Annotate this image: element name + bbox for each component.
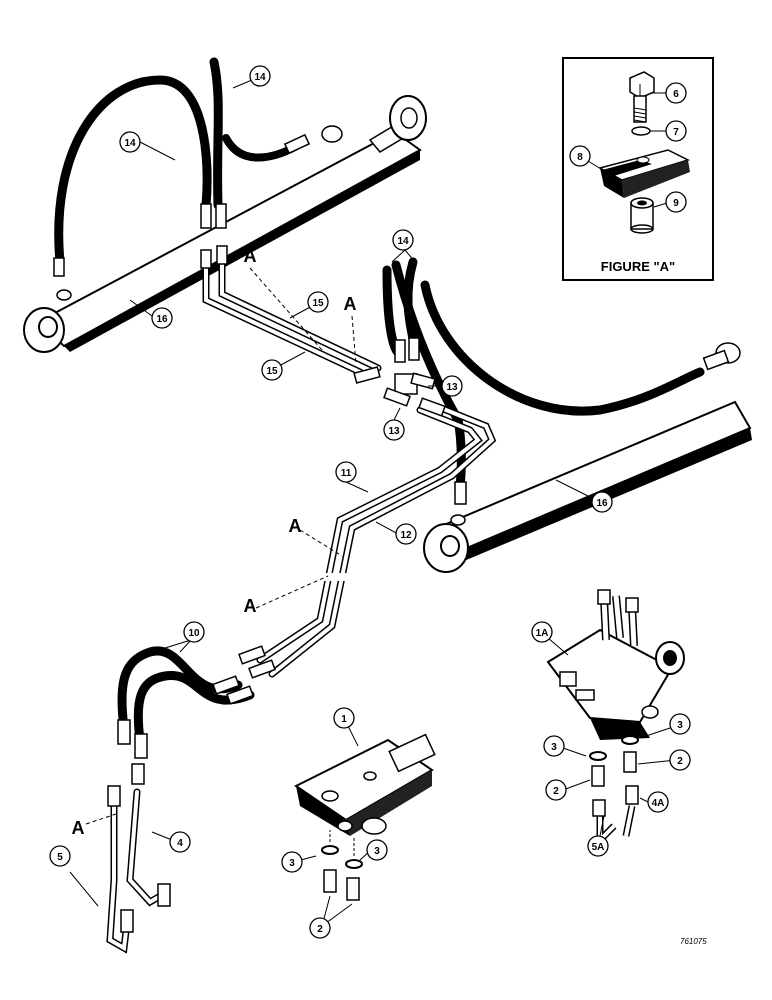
svg-text:5: 5: [57, 852, 63, 863]
drawing-code: 761075: [680, 937, 707, 946]
section-mark-a: A: [344, 294, 357, 314]
callout-1a: 1A: [531, 621, 553, 643]
svg-text:13: 13: [388, 426, 400, 437]
spacer-part: [630, 197, 654, 234]
svg-text:15: 15: [312, 298, 324, 309]
clamp-plate-part: [597, 149, 691, 198]
callout-3: 3: [281, 851, 303, 873]
control-valve: [294, 733, 436, 901]
callout-4: 4: [169, 831, 191, 853]
hydraulic-tubes: [106, 258, 497, 954]
svg-text:4: 4: [177, 838, 183, 849]
svg-text:3: 3: [289, 858, 295, 869]
callout-14: 14: [249, 65, 271, 87]
callout-1: 1: [333, 707, 355, 729]
callout-13: 13: [383, 419, 405, 441]
fitting: [53, 257, 65, 277]
callout-15: 15: [307, 291, 329, 313]
callout-5a: 5A: [587, 835, 609, 857]
svg-text:2: 2: [553, 786, 559, 797]
callout-8: 8: [569, 145, 591, 167]
svg-text:9: 9: [673, 198, 679, 209]
svg-text:10: 10: [188, 628, 200, 639]
left-hydraulic-cylinder: [23, 95, 427, 353]
svg-text:3: 3: [374, 846, 380, 857]
callout-3: 3: [543, 735, 565, 757]
callout-3: 3: [366, 839, 388, 861]
svg-text:6: 6: [673, 89, 679, 100]
callout-7: 7: [665, 120, 687, 142]
control-valve-alt: [546, 589, 685, 849]
svg-text:14: 14: [397, 236, 409, 247]
section-mark-a: A: [244, 246, 257, 266]
svg-text:8: 8: [577, 152, 583, 163]
section-mark-a: A: [244, 596, 257, 616]
section-mark-a: A: [289, 516, 302, 536]
callout-4a: 4A: [647, 791, 669, 813]
svg-text:3: 3: [677, 720, 683, 731]
callout-14: 14: [392, 229, 414, 251]
callout-2: 2: [669, 749, 691, 771]
callout-12: 12: [395, 523, 417, 545]
figure-a-title: FIGURE "A": [601, 259, 675, 274]
callout-2: 2: [545, 779, 567, 801]
callout-11: 11: [335, 461, 357, 483]
section-marks: A A A A A: [72, 246, 357, 838]
section-mark-a: A: [72, 818, 85, 838]
callout-2: 2: [309, 917, 331, 939]
callout-15: 15: [261, 359, 283, 381]
svg-text:5A: 5A: [592, 842, 605, 853]
svg-text:2: 2: [317, 924, 323, 935]
callout-3: 3: [669, 713, 691, 735]
washer-part: [631, 126, 651, 136]
svg-text:12: 12: [400, 530, 412, 541]
svg-text:1A: 1A: [536, 628, 549, 639]
svg-text:16: 16: [596, 498, 608, 509]
callout-13: 13: [441, 375, 463, 397]
svg-text:2: 2: [677, 756, 683, 767]
svg-text:7: 7: [673, 127, 679, 138]
fittings: [53, 133, 467, 933]
svg-text:1: 1: [341, 714, 347, 725]
section-leaders: [85, 267, 357, 825]
callout-10: 10: [183, 621, 205, 643]
callout-14: 14: [119, 131, 141, 153]
svg-text:11: 11: [341, 468, 352, 479]
svg-text:4A: 4A: [652, 798, 665, 809]
callout-9: 9: [665, 191, 687, 213]
svg-text:13: 13: [446, 382, 458, 393]
callout-16: 16: [151, 307, 173, 329]
figure-a-inset: FIGURE "A": [562, 57, 714, 281]
bolt-part: [629, 71, 655, 123]
svg-text:3: 3: [551, 742, 557, 753]
callout-5: 5: [49, 845, 71, 867]
callout-16: 16: [591, 491, 613, 513]
callouts: 14 14 14 15 15 13 13 16 16 11 12 10 4 5 …: [49, 65, 691, 939]
svg-text:14: 14: [124, 138, 136, 149]
svg-text:14: 14: [254, 72, 266, 83]
svg-text:16: 16: [156, 314, 168, 325]
svg-text:15: 15: [266, 366, 278, 377]
callout-6: 6: [665, 82, 687, 104]
